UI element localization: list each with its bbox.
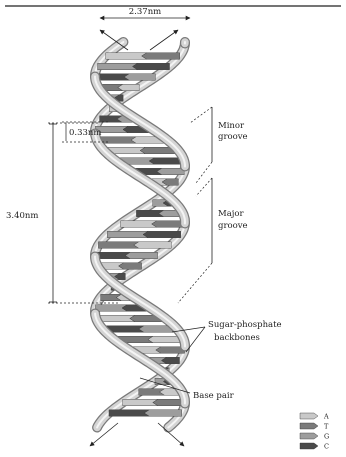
base-pair-label: Base pair xyxy=(193,391,235,401)
base-a xyxy=(134,242,171,249)
minor-groove-label-1: Minor xyxy=(218,121,245,131)
base-g xyxy=(157,168,184,175)
base-a xyxy=(118,84,139,91)
sugar-phosphate-label-2: backbones xyxy=(214,333,260,343)
base-a xyxy=(121,221,157,228)
base-g xyxy=(125,252,157,259)
legend-label-g: G xyxy=(324,433,329,441)
major-groove-bracket: Major groove xyxy=(178,178,248,303)
legend-label-c: C xyxy=(324,443,329,451)
major-groove-label-1: Major xyxy=(218,209,245,219)
pitch-label: 3.40nm xyxy=(6,211,38,221)
base-c xyxy=(133,63,170,70)
base-c xyxy=(143,231,181,238)
rise-label: 0.33nm xyxy=(69,128,101,138)
base-c-icon xyxy=(300,443,318,449)
base-a xyxy=(106,53,147,60)
base-g xyxy=(144,410,181,417)
base-c xyxy=(109,410,149,417)
major-groove-label-2: groove xyxy=(218,221,248,231)
sugar-phosphate-label-1: Sugar-phosphate xyxy=(208,320,282,330)
base-g xyxy=(98,63,138,70)
base-t-icon xyxy=(300,423,318,429)
base-t xyxy=(119,263,142,270)
base-t xyxy=(142,53,180,60)
legend-label-a: A xyxy=(323,413,329,421)
base-t xyxy=(152,221,185,228)
base-g xyxy=(107,231,148,238)
minor-groove-label-2: groove xyxy=(218,132,248,142)
width-label: 2.37nm xyxy=(129,7,161,17)
base-a-icon xyxy=(300,413,318,419)
legend-label-t: T xyxy=(324,423,329,431)
base-g xyxy=(124,74,155,81)
base-t xyxy=(98,242,138,249)
base-g-icon xyxy=(300,433,318,439)
minor-groove-bracket: Minor groove xyxy=(190,107,248,183)
